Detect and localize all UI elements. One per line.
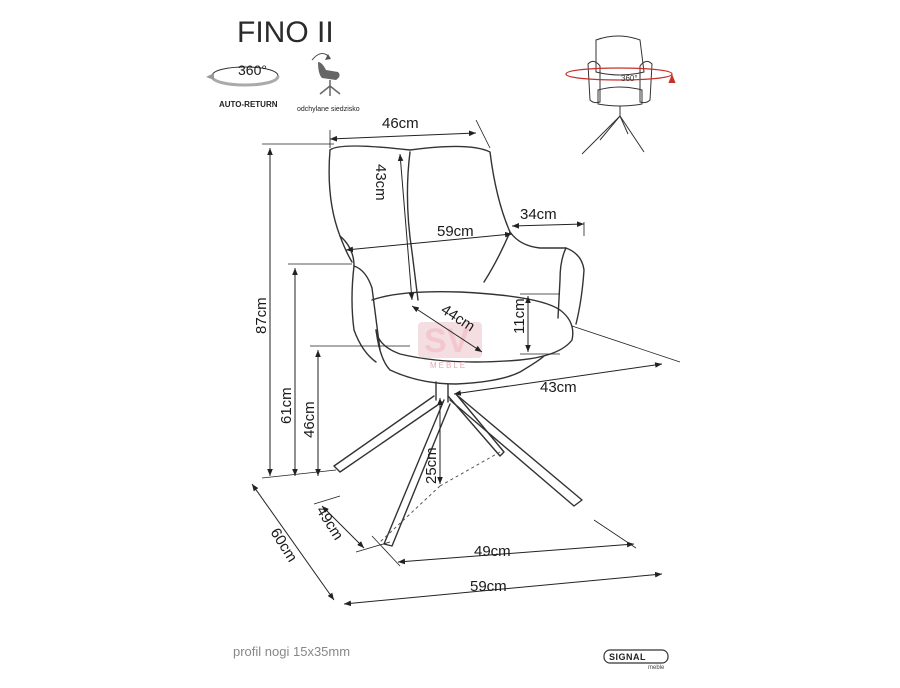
leg-profile-note: profil nogi 15x35mm: [233, 644, 350, 659]
dim-seat-depth: 43cm: [540, 379, 577, 396]
dim-total-width: 59cm: [470, 578, 507, 595]
dim-leg-height: 25cm: [423, 447, 440, 484]
dim-line-back-width: [329, 130, 477, 142]
brand-sub: meble: [648, 665, 665, 671]
dim-seat-thickness: 11cm: [511, 298, 528, 334]
dim-line-total-width: [343, 571, 663, 607]
dim-base-depth: 49cm: [313, 503, 347, 543]
dim-line-seat-depth: [453, 362, 663, 396]
dim-total-height: 87cm: [253, 297, 270, 334]
dim-line-back-height: [397, 153, 415, 301]
dim-line-armrest-depth: [511, 221, 585, 229]
brand-name: SIGNAL: [609, 652, 646, 662]
dim-line-seat-diagonal: [411, 305, 483, 353]
dim-line-overall-width: [345, 231, 513, 253]
dim-overall-width: 59cm: [437, 223, 474, 240]
dim-line-base-width: [397, 541, 635, 565]
recline-seat-icon: [311, 53, 341, 96]
dim-back-width: 46cm: [382, 115, 419, 132]
autoreturn-label: AUTO-RETURN: [219, 100, 278, 109]
recline-label: odchylane siedzisko: [297, 106, 360, 113]
preview-chair-icon: [565, 35, 676, 155]
watermark-sub: MEBLE: [430, 361, 467, 370]
dim-armrest-height: 61cm: [278, 387, 295, 424]
dim-armrest-depth: 34cm: [520, 206, 557, 223]
signal-brand-logo: [603, 649, 669, 664]
preview-rotation-label: 360°: [621, 74, 638, 83]
rotation-360-icon: [206, 66, 280, 87]
dim-line-total-depth: [251, 483, 335, 601]
dim-back-height: 43cm: [372, 164, 389, 201]
product-title: FINO II: [237, 16, 334, 49]
rotation-label: 360°: [238, 62, 267, 78]
dim-seat-height: 46cm: [301, 401, 318, 438]
dim-base-width: 49cm: [474, 543, 511, 560]
